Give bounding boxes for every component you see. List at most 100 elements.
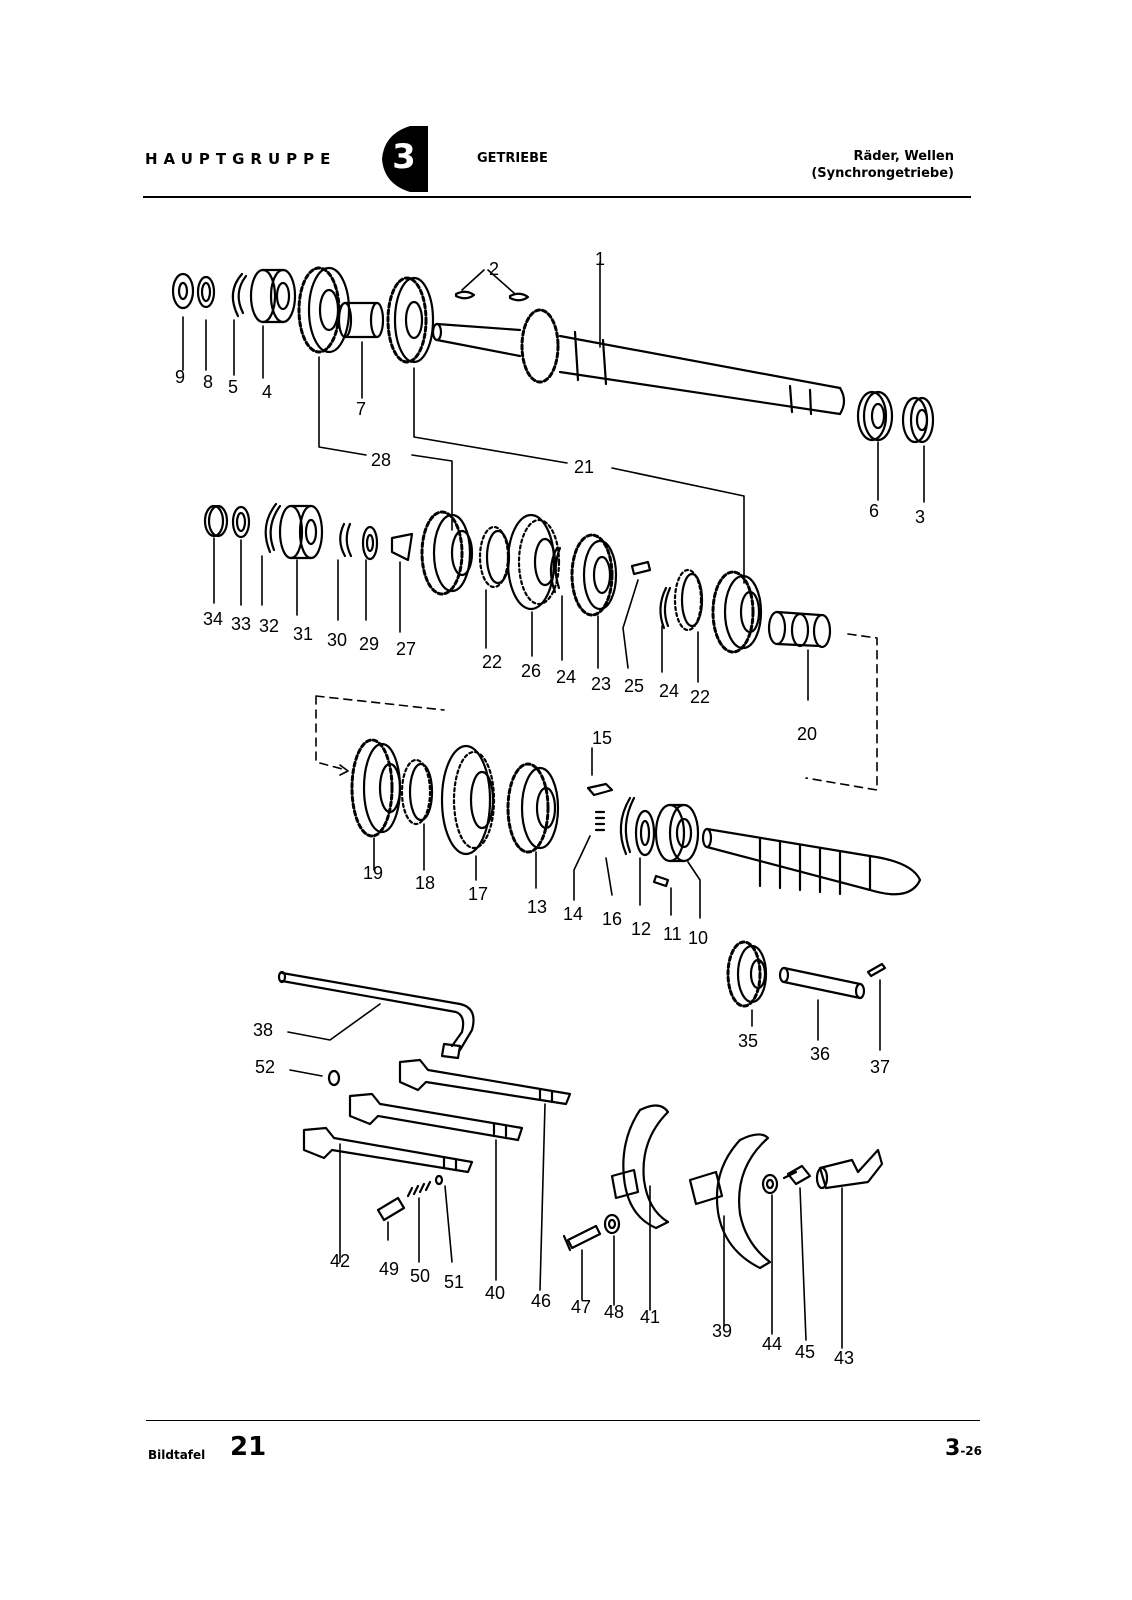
part-number-23: 23 [591,674,611,694]
part-number-11: 11 [663,924,682,944]
part-number-47: 47 [571,1297,591,1317]
spacer-part-12 [634,809,656,857]
spring-ring-part-16 [619,796,636,856]
washer-part-33 [231,505,251,539]
part-number-32: 32 [259,616,279,636]
circlip-part-32 [264,502,282,554]
pinion-shaft-part-10-main [701,827,922,896]
part-number-7: 7 [356,399,366,419]
needle-bearing-part-7 [337,301,385,339]
group-number: 3 [392,137,416,177]
spring-part-14 [594,810,606,832]
spacer-part-29 [361,525,379,561]
part-number-30: 30 [327,630,347,650]
part-number-51: 51 [444,1272,464,1292]
shifting-plate-part-15 [586,782,614,797]
part-number-44: 44 [762,1334,782,1354]
part-number-28: 28 [371,450,391,470]
ball-part-52 [327,1069,341,1087]
selector-lever-part-43 [815,1148,884,1190]
lock-washer-part-48 [603,1213,621,1235]
spacer-part-30 [339,522,353,558]
ball-bearing-part-6 [856,390,894,442]
plunger-part-49 [376,1196,406,1222]
circlip-part-5 [231,272,248,318]
washer-part-44 [761,1173,779,1195]
part-number-24: 24 [556,667,576,687]
part-number-8: 8 [203,372,213,392]
ball-bearing-part-4 [249,268,297,324]
gear-part-21 [386,276,435,364]
operating-sleeve-part-26 [506,513,561,611]
part-number-50: 50 [410,1266,430,1286]
part-number-25: 25 [624,676,644,696]
selector-rod-part-42 [302,1126,474,1174]
part-number-27: 27 [396,639,416,659]
section-title-line2: (Synchrongetriebe) [811,166,954,181]
part-number-26: 26 [521,661,541,681]
group-number-badge: 3 [380,126,432,192]
part-number-38: 38 [253,1020,273,1040]
drive-shaft-part-1 [431,308,846,416]
washer-part-8 [196,275,216,309]
synchro-hub-part-23 [570,533,618,617]
selector-fork-part-39 [688,1133,772,1270]
part-number-48: 48 [604,1302,624,1322]
gear-part-19 [350,738,402,838]
part-number-37: 37 [870,1057,890,1077]
part-number-36: 36 [810,1044,830,1064]
part-number-13: 13 [527,897,547,917]
part-number-24b: 24 [659,681,679,701]
part-number-22: 22 [482,652,502,672]
part-number-1: 1 [595,249,605,269]
part-number-45: 45 [795,1342,815,1362]
part-number-17: 17 [468,884,488,904]
part-number-6: 6 [869,501,879,521]
gear-part-28 [297,266,351,354]
selector-rod-part-38 [277,970,475,1060]
header-rule [143,196,971,198]
part-number-labels: 1 2 3 4 5 6 7 8 9 10 11 12 13 14 15 16 1… [175,249,925,1368]
part-number-21: 21 [574,457,594,477]
section-title: Räder, Wellen (Synchrongetriebe) [811,148,954,182]
badge-shape [382,126,428,192]
ball-part-51 [434,1174,444,1186]
reverse-gear-part-35 [726,940,768,1008]
nut-part-9 [171,272,195,310]
footer-rule [146,1420,980,1421]
ball-bearing-part-10 [654,803,700,863]
spring-part-50 [406,1180,432,1198]
reverse-shaft-part-36 [778,966,866,1000]
plate-label: Bildtafel [148,1448,206,1462]
part-number-52: 52 [255,1057,275,1077]
part-number-9: 9 [175,367,185,387]
part-number-20: 20 [797,724,817,744]
synchro-ring-part-18 [400,758,434,826]
plate-number: 21 [230,1432,267,1462]
spring-ring-part-24b [659,586,672,630]
shifting-plate-part-25 [630,560,652,576]
part-number-2: 2 [489,259,499,279]
part-number-10: 10 [688,928,708,948]
part-number-5: 5 [228,377,238,397]
section-title-line1: Räder, Wellen [853,149,954,164]
part-number-3: 3 [915,507,925,527]
gear-part-28-row2 [420,510,474,596]
selector-fork-part-41 [610,1104,670,1230]
part-number-35: 35 [738,1031,758,1051]
selector-rod-part-40 [348,1092,524,1142]
part-number-16: 16 [602,909,622,929]
part-number-4: 4 [262,382,272,402]
part-number-31: 31 [293,624,313,644]
part-number-43: 43 [834,1348,854,1368]
pin-part-11 [652,874,670,888]
synchro-hub-part-13 [506,762,560,854]
part-number-33: 33 [231,614,251,634]
spring-ring-part-24 [549,546,562,594]
part-number-18: 18 [415,873,435,893]
part-number-15: 15 [592,728,612,748]
page-number-sub: -26 [960,1444,982,1458]
woodruff-keys-part-2 [454,290,530,302]
lock-pin-part-37 [866,962,887,978]
